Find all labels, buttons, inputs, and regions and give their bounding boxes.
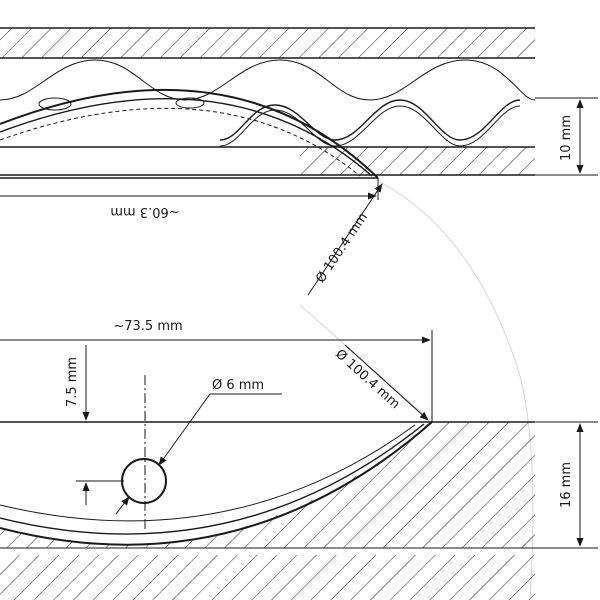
top-biscuit-outer	[0, 88, 379, 179]
corrugated-wave-front-inner	[219, 105, 521, 147]
bottom-biscuit-inner	[0, 423, 425, 535]
dim-bottom-diameter-label: Ø 100.4 mm	[332, 347, 402, 412]
dim-hole-diameter-label: Ø 6 mm	[212, 378, 264, 393]
corrugated-wave-outer	[0, 59, 536, 101]
corrugated-wave-front	[219, 99, 521, 141]
wave-crest-mark	[38, 97, 72, 111]
top-biscuit-inner	[0, 98, 373, 177]
dim-bottom-length-label: ~73.5 mm	[113, 319, 182, 334]
dim-hole-leader-diagonal	[158, 393, 211, 466]
bottom-board-hatch	[0, 422, 535, 548]
wave-crest-mark-2	[175, 97, 205, 109]
dim-bottom-diameter-leader	[344, 344, 429, 421]
top-board-hatch	[0, 28, 535, 58]
top-biscuit-dashed	[0, 107, 361, 177]
dim-top-diameter-leader	[307, 183, 383, 296]
dim-bottom-height-label: 16 mm	[559, 462, 574, 508]
middle-board-hatch	[300, 147, 535, 175]
bottom-biscuit-innermost	[0, 424, 416, 522]
hole-circle	[121, 458, 167, 504]
dim-top-height-label: 10 mm	[559, 115, 574, 161]
bottom-biscuit-outer	[0, 421, 433, 546]
dim-hole-offset-label: 7.5 mm	[65, 357, 80, 407]
dim-hole-leader-tail	[115, 496, 130, 515]
dim-top-diameter-label: Ø 100.4 mm	[313, 210, 371, 286]
dim-top-length-label: ~60.3 mm	[110, 204, 179, 219]
bottom-floor-hatch	[0, 555, 535, 600]
